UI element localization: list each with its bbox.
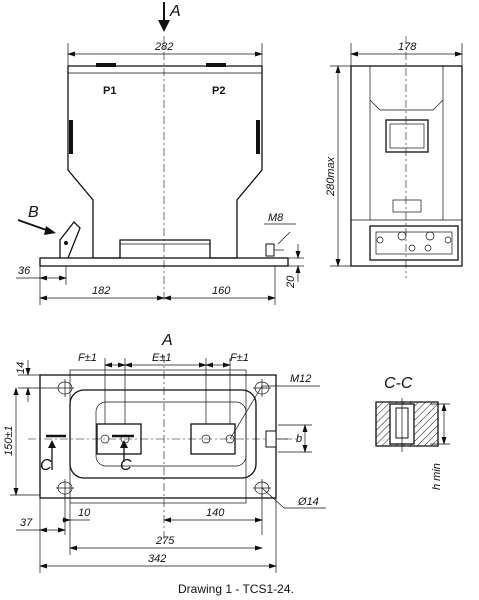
dim-182: 182 xyxy=(92,285,110,297)
section-c-c: C-C h min xyxy=(375,375,450,490)
dim-160: 160 xyxy=(212,285,231,297)
dim-282: 282 xyxy=(154,41,173,53)
dim-m12: M12 xyxy=(290,373,311,385)
terminal-p1: P1 xyxy=(103,85,116,97)
dim-140: 140 xyxy=(206,507,225,519)
dim-h-min: h min xyxy=(431,463,443,490)
view-b-arrow-label: B xyxy=(28,204,39,221)
dim-m8: M8 xyxy=(268,212,284,224)
secondary-terminal xyxy=(59,221,81,259)
dim-342: 342 xyxy=(148,553,166,565)
section-c-right: C xyxy=(120,457,132,474)
view-a-arrow-label: A xyxy=(169,3,181,20)
dim-f-left: F±1 xyxy=(78,352,97,364)
dim-280max: 280max xyxy=(325,156,337,197)
section-title: C-C xyxy=(384,375,413,392)
dim-20: 20 xyxy=(285,275,297,289)
dim-14-top: 14 xyxy=(15,362,27,374)
busbar-p2 xyxy=(190,423,236,455)
dim-e: E±1 xyxy=(152,352,172,364)
transformer-body xyxy=(67,65,263,259)
section-c-left: C xyxy=(40,457,52,474)
dim-b: b xyxy=(296,433,302,445)
terminal-p2: P2 xyxy=(212,85,225,97)
dim-36: 36 xyxy=(18,265,31,277)
plan-body xyxy=(69,389,257,479)
dim-275: 275 xyxy=(155,535,175,547)
dim-hole14: Ø14 xyxy=(297,496,319,508)
dim-37: 37 xyxy=(20,517,33,529)
side-view: 178 280max xyxy=(325,36,463,278)
dim-150: 150±1 xyxy=(3,425,15,456)
dim-10: 10 xyxy=(78,507,91,519)
dim-178: 178 xyxy=(398,41,417,53)
front-view: A 282 P1 P2 B M8 xyxy=(16,2,304,305)
plan-view-label: A xyxy=(161,332,173,349)
terminal-box xyxy=(369,225,459,261)
dim-f-right: F±1 xyxy=(230,352,249,364)
plan-view: A F±1 E±1 xyxy=(3,332,326,573)
side-body xyxy=(350,65,463,267)
drawing-caption: Drawing 1 - TCS1-24. xyxy=(178,582,294,596)
